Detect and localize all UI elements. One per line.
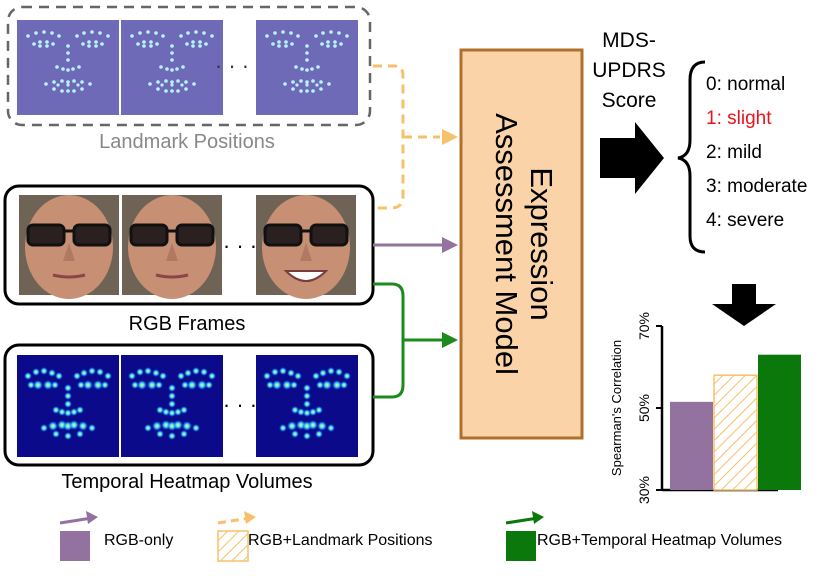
model-title-line1: Expression (524, 167, 559, 320)
score-level: 0: normal (706, 74, 785, 95)
heatmap-frame (256, 355, 358, 457)
legend-label: RGB+Landmark Positions (248, 532, 433, 549)
glasses-left (263, 223, 303, 247)
chart-bar (758, 354, 801, 490)
chart: 30% 50% 70% Spearman's Correlation (609, 312, 801, 504)
face-mouth (283, 270, 329, 282)
score-level: 4: severe (706, 210, 784, 231)
face-mouth (52, 273, 86, 279)
landmark-frame-bg (121, 20, 223, 115)
landmark-label: Landmark Positions (99, 131, 275, 153)
landmark-frame-bg (17, 20, 119, 115)
legend-item: RGB+Landmark Positions (217, 511, 433, 562)
landmark-frame (256, 20, 358, 115)
rgb-frame (256, 195, 356, 299)
landmark-frame-bg (256, 20, 358, 115)
legend-swatch (60, 531, 90, 561)
legend-item: RGB-only (59, 511, 173, 561)
face-mouth (155, 273, 189, 279)
legend-label: RGB-only (104, 532, 173, 549)
landmark-ellipsis: · · · (215, 53, 249, 78)
rgb-frame (19, 195, 119, 299)
rgb-arrow-head (442, 237, 458, 253)
heatmap-arrow-head (442, 332, 458, 348)
score-level: 2: mild (706, 142, 762, 163)
legend-arrow-line (217, 516, 251, 525)
landmark-arrow-head (442, 129, 458, 145)
legend-arrow-line (59, 516, 93, 525)
legend-arrow-head (244, 511, 256, 524)
rgb-label: RGB Frames (129, 313, 246, 335)
chart-bar (713, 374, 758, 491)
rgb-frame (122, 195, 222, 299)
chart-bar (670, 401, 713, 490)
face-nose (166, 243, 178, 261)
score-title-line: UPDRS (592, 59, 666, 82)
heatmap-frame (17, 355, 119, 457)
glasses-left (129, 223, 169, 247)
glasses-left (26, 223, 66, 247)
face-nose (300, 243, 312, 261)
legend-label: RGB+Temporal Heatmap Volumes (537, 532, 782, 549)
down-arrow (712, 284, 776, 326)
score-arrow (600, 122, 664, 194)
legend-arrow-line (505, 516, 539, 525)
chart-y-tick-label: 50% (636, 394, 652, 422)
heatmap-group-frame (3, 343, 375, 467)
model-box (459, 48, 584, 440)
heatmap-ellipsis: · · · (223, 392, 257, 417)
model-title-line2: Assessment Model (489, 113, 524, 375)
score-level: 3: moderate (706, 176, 807, 197)
rgb-ellipsis: · · · (223, 233, 257, 258)
glasses-right (72, 223, 112, 247)
legend-item: RGB+Temporal Heatmap Volumes (505, 511, 782, 561)
legend-arrow-head (532, 511, 544, 524)
heatmap-frame (121, 355, 223, 457)
score-title-line: Score (602, 89, 657, 112)
heatmap-label: Temporal Heatmap Volumes (61, 471, 312, 493)
legend-arrow-head (86, 511, 98, 524)
score-title-line: MDS- (602, 29, 656, 52)
chart-y-axis-label: Spearman's Correlation (609, 340, 624, 476)
glasses-right (175, 223, 215, 247)
chart-y-tick-label: 70% (636, 312, 652, 340)
score-brace (677, 60, 706, 254)
legend-swatch (217, 530, 249, 562)
landmark-frame (17, 20, 119, 115)
glasses-right (309, 223, 349, 247)
landmark-group-frame (6, 5, 372, 127)
face-nose (63, 243, 75, 261)
landmark-connector (373, 64, 405, 210)
landmark-frame (121, 20, 223, 115)
legend-swatch (506, 531, 536, 561)
score-level: 1: slight (706, 108, 772, 129)
chart-y-tick-label: 30% (636, 476, 652, 504)
heatmap-connector (373, 282, 405, 399)
